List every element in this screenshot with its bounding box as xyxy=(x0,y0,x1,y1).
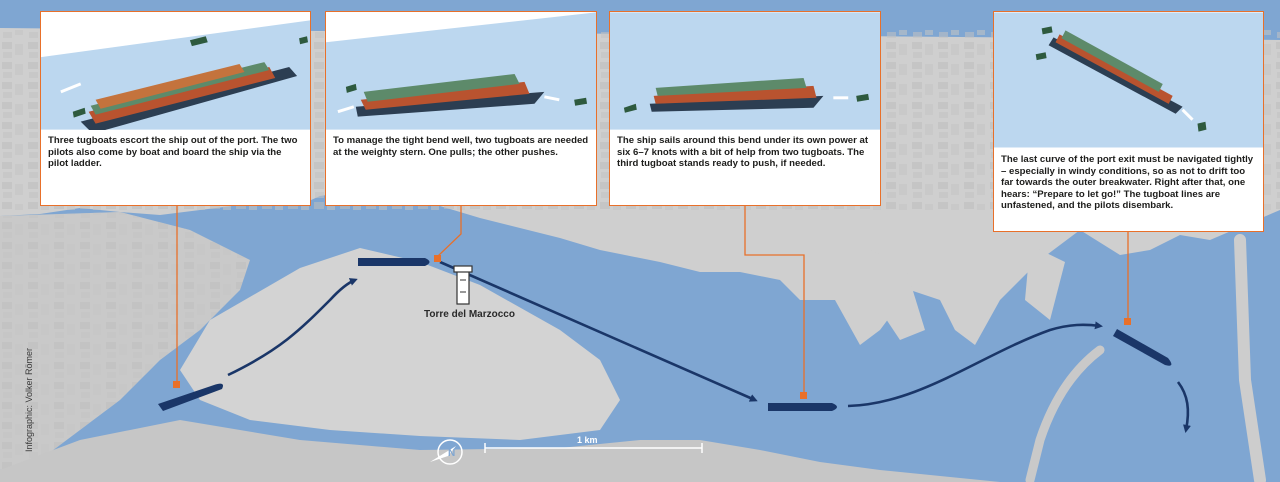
breakwater-east xyxy=(1234,234,1266,482)
ship-position-4 xyxy=(1113,329,1172,366)
tugboat-icon xyxy=(72,107,86,118)
leader-lines xyxy=(176,206,1129,396)
scale-label: 1 km xyxy=(577,435,598,445)
infographic-credit: Infographic: Volker Römer xyxy=(24,347,34,452)
pier-3 xyxy=(1025,245,1065,320)
panel-caption-2: To manage the tight bend well, two tugbo… xyxy=(333,135,589,158)
step-panel-2: To manage the tight bend well, two tugbo… xyxy=(325,11,597,206)
tugboat-icon xyxy=(574,97,588,106)
land-south xyxy=(0,420,1000,482)
step-panel-4: The last curve of the port exit must be … xyxy=(993,11,1264,232)
panel-scene-3 xyxy=(610,12,880,130)
land-center xyxy=(180,248,620,440)
step-panel-1: Three tugboats escort the ship out of th… xyxy=(40,11,311,206)
ship-position-1 xyxy=(158,383,223,411)
breakwater xyxy=(1025,345,1105,482)
container-stack xyxy=(88,67,276,124)
panel-caption-3: The ship sails around this bend under it… xyxy=(617,135,869,170)
panel-scene-4 xyxy=(994,12,1263,148)
panel-scene-2 xyxy=(326,12,596,130)
pier-1 xyxy=(870,250,925,340)
scale-bar xyxy=(484,443,703,453)
ship-position-2 xyxy=(358,258,430,266)
torre-del-marzocco-icon xyxy=(453,265,473,305)
route-line xyxy=(227,260,1191,433)
arrow-icon xyxy=(544,95,560,102)
step-panel-3: The ship sails around this bend under it… xyxy=(609,11,881,206)
tugboat-icon xyxy=(1041,26,1053,35)
tugboat-icon xyxy=(345,83,357,93)
arrow-icon xyxy=(1181,108,1194,121)
compass-icon xyxy=(430,439,463,465)
arrow-icon xyxy=(337,105,355,114)
ship-position-3 xyxy=(768,403,837,411)
arrow-icon xyxy=(60,82,82,94)
panel-caption-1: Three tugboats escort the ship out of th… xyxy=(48,135,298,170)
ship-markers xyxy=(158,258,1172,411)
tugboat-icon xyxy=(623,103,637,113)
tugboat-icon xyxy=(189,36,208,47)
tugboat-icon xyxy=(1035,52,1047,61)
panel-caption-4: The last curve of the port exit must be … xyxy=(1001,154,1254,212)
land-west-blocks xyxy=(0,212,250,470)
torre-del-marzocco-label: Torre del Marzocco xyxy=(424,309,515,320)
panel-scene-1 xyxy=(41,12,310,130)
compass-letter: N xyxy=(448,448,455,459)
pier-2 xyxy=(930,220,985,310)
tugboat-icon xyxy=(1197,121,1207,132)
leader-markers xyxy=(173,255,1131,399)
tugboat-icon xyxy=(856,93,870,102)
tugboat-icon xyxy=(299,36,309,45)
